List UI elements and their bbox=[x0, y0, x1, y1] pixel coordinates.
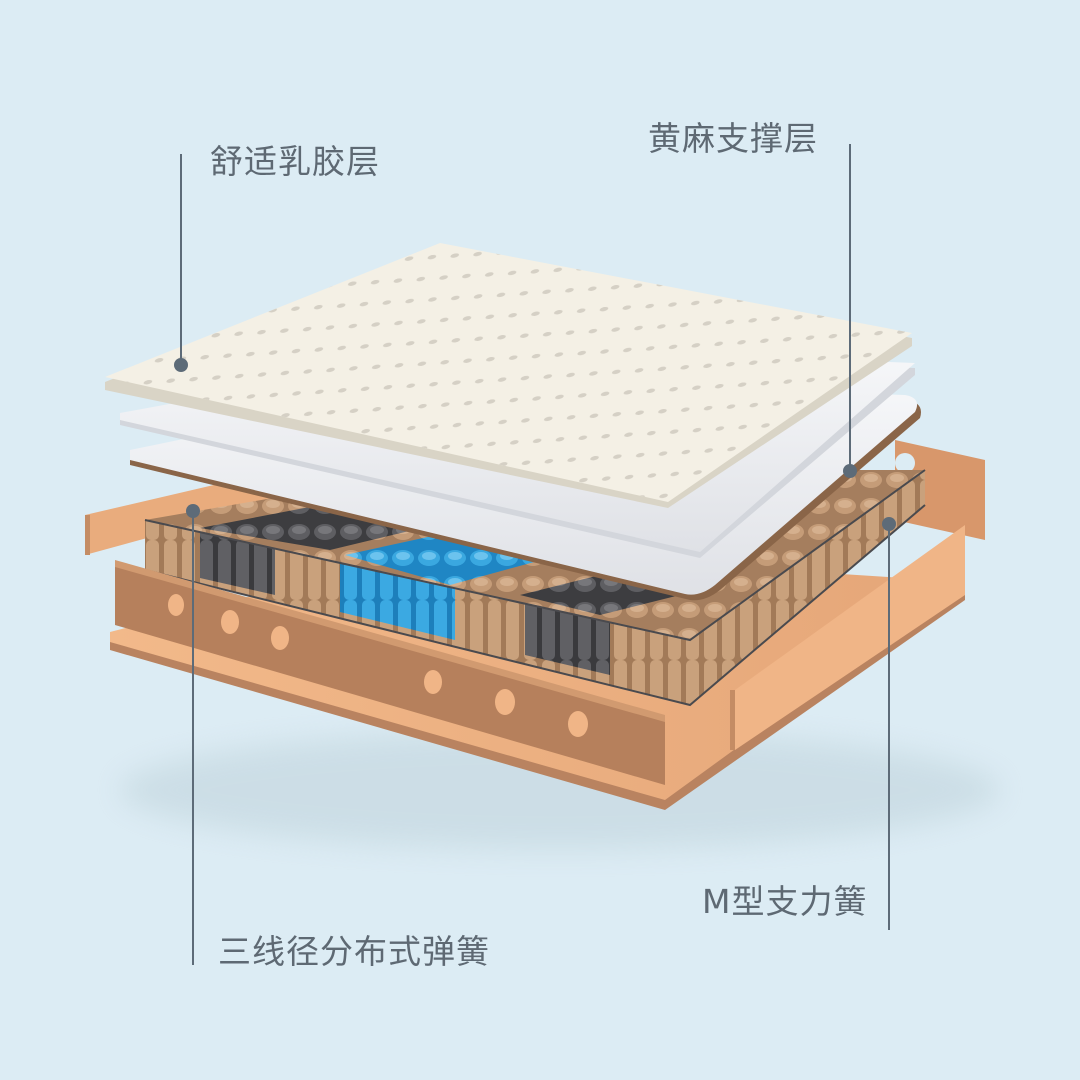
callout-dot-m-spring bbox=[882, 517, 896, 531]
callout-line-jute bbox=[849, 144, 851, 471]
label-comfort-latex-layer: 舒适乳胶层 bbox=[210, 142, 380, 181]
callout-dot-three-gauge bbox=[186, 504, 200, 518]
callout-line-latex bbox=[180, 154, 182, 365]
label-m-type-spring: M型支力簧 bbox=[702, 882, 868, 921]
label-jute-support-layer: 黄麻支撑层 bbox=[648, 119, 818, 158]
callout-dot-jute bbox=[843, 464, 857, 478]
callout-dot-latex bbox=[174, 358, 188, 372]
label-three-gauge-springs: 三线径分布式弹簧 bbox=[218, 932, 490, 971]
callout-line-three-gauge bbox=[192, 511, 194, 965]
callout-line-m-spring bbox=[888, 524, 890, 930]
